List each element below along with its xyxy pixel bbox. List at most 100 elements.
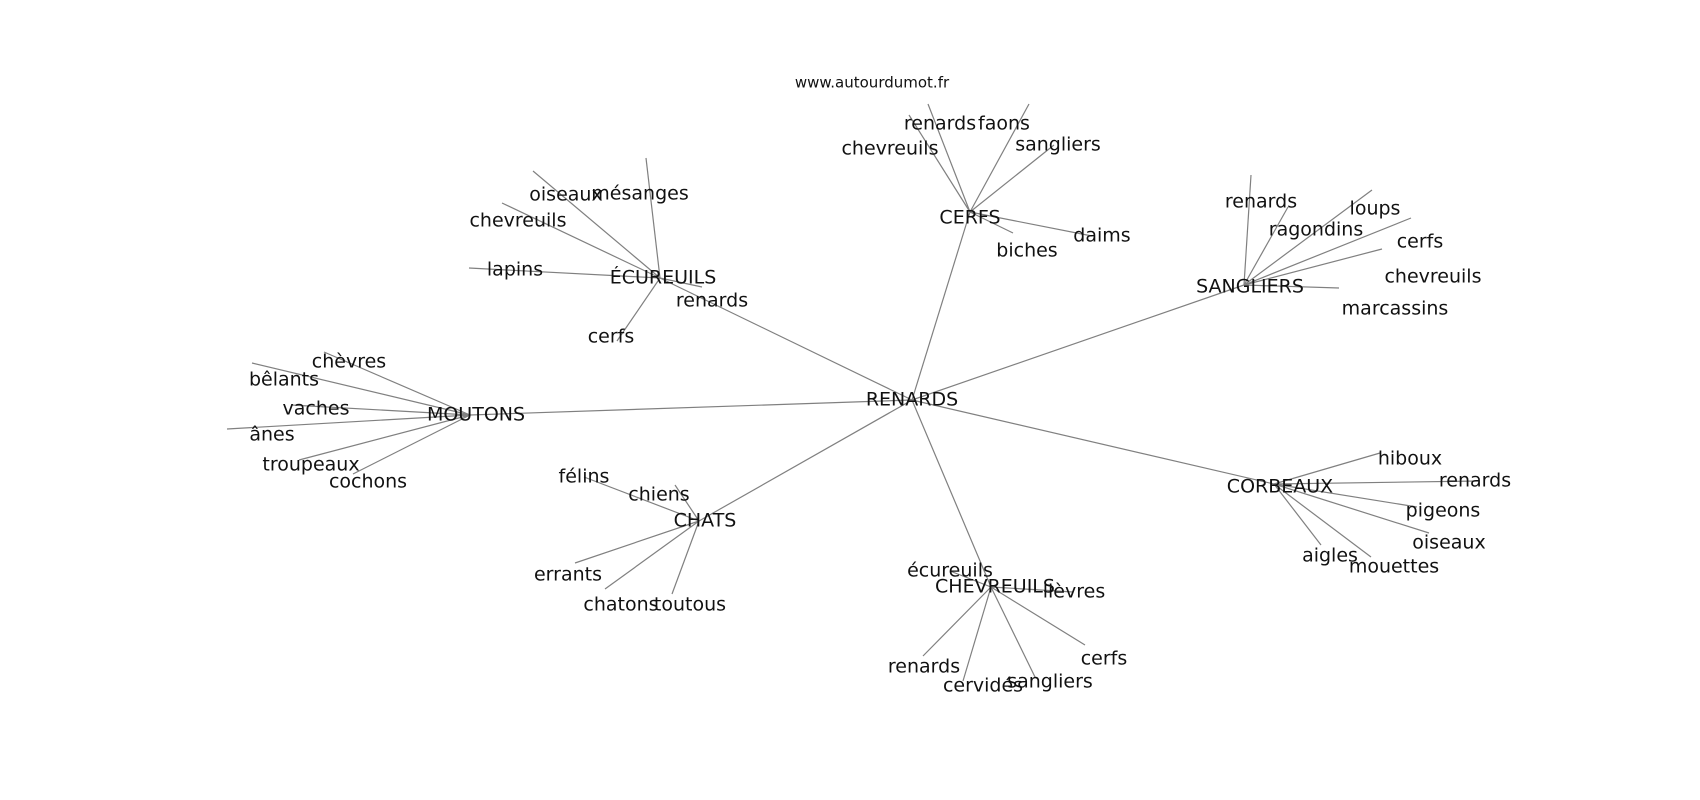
edge-6-5 (922, 586, 992, 657)
leaf-node-1-5[interactable]: marcassins (1342, 298, 1449, 320)
hub-node-2[interactable]: ÉCUREUILS (610, 266, 717, 289)
edge-center-6 (911, 399, 992, 588)
edge-4-3 (1273, 483, 1430, 534)
leaf-node-2-4[interactable]: renards (676, 290, 748, 312)
edge-5-2 (574, 520, 700, 564)
leaf-node-3-2[interactable]: vaches (283, 398, 350, 420)
edge-3-3 (226, 414, 471, 430)
edge-3-1 (251, 362, 471, 416)
edge-3-4 (298, 414, 471, 461)
edge-5-0 (583, 476, 700, 522)
leaf-node-6-3[interactable]: sangliers (1007, 671, 1093, 693)
edge-3-0 (323, 351, 471, 416)
leaf-node-4-4[interactable]: mouettes (1349, 556, 1439, 578)
source-label: www.autourdumot.fr (795, 74, 950, 92)
leaf-node-2-5[interactable]: cerfs (588, 326, 635, 348)
edge-2-4 (659, 277, 703, 288)
edge-0-0 (927, 103, 971, 213)
edge-6-4 (962, 586, 992, 682)
edge-1-3 (1243, 217, 1412, 286)
leaf-node-1-0[interactable]: renards (1225, 191, 1297, 213)
leaf-node-2-2[interactable]: chevreuils (469, 210, 566, 232)
leaf-node-3-3[interactable]: ânes (249, 424, 294, 446)
edge-2-1 (645, 157, 661, 279)
edge-center-0 (911, 211, 971, 401)
leaf-node-1-2[interactable]: ragondins (1269, 219, 1363, 241)
edge-4-1 (1273, 480, 1480, 485)
leaf-node-3-4[interactable]: troupeaux (262, 454, 359, 476)
edge-center-3 (469, 399, 913, 416)
leaf-node-6-2[interactable]: cerfs (1081, 648, 1128, 670)
edge-4-4 (1273, 483, 1372, 558)
hub-node-5[interactable]: CHATS (674, 510, 737, 532)
leaf-node-2-1[interactable]: mésanges (591, 183, 688, 205)
leaf-node-3-0[interactable]: chèvres (312, 351, 386, 373)
edge-3-2 (290, 404, 471, 416)
leaf-node-6-0[interactable]: écureuils (907, 560, 993, 582)
edge-4-5 (1273, 483, 1322, 546)
leaf-node-1-4[interactable]: chevreuils (1384, 266, 1481, 288)
leaf-node-4-2[interactable]: pigeons (1406, 500, 1481, 522)
edge-1-2 (1243, 206, 1289, 286)
leaf-node-5-3[interactable]: chatons (583, 594, 658, 616)
edge-3-5 (352, 414, 471, 475)
hub-node-0[interactable]: CERFS (939, 207, 1000, 229)
leaf-node-3-5[interactable]: cochons (329, 471, 407, 493)
leaf-node-5-2[interactable]: errants (534, 564, 602, 586)
edge-center-2 (659, 277, 913, 401)
leaf-node-0-2[interactable]: chevreuils (841, 138, 938, 160)
edge-center-4 (911, 399, 1275, 485)
edge-4-0 (1273, 452, 1381, 485)
graph-edges (226, 103, 1480, 682)
hub-node-3[interactable]: MOUTONS (427, 404, 525, 426)
edge-1-0 (1243, 174, 1252, 286)
leaf-node-4-0[interactable]: hiboux (1378, 448, 1442, 470)
edge-0-1 (969, 103, 1030, 213)
leaf-node-0-5[interactable]: biches (996, 240, 1057, 262)
edge-5-1 (674, 484, 700, 522)
leaf-node-1-1[interactable]: loups (1350, 198, 1401, 220)
edge-0-3 (969, 144, 1055, 213)
edge-2-0 (532, 170, 661, 279)
leaf-node-0-3[interactable]: sangliers (1015, 134, 1101, 156)
leaf-node-2-0[interactable]: oiseaux (529, 184, 602, 206)
edge-center-5 (698, 399, 913, 522)
edge-2-3 (468, 267, 661, 279)
hub-node-1[interactable]: SANGLIERS (1196, 276, 1304, 298)
edge-6-3 (990, 586, 1036, 678)
edge-6-0 (949, 570, 992, 588)
leaf-node-4-5[interactable]: aigles (1302, 545, 1358, 567)
edge-6-1 (990, 586, 1074, 593)
edge-2-2 (501, 202, 661, 279)
edge-1-5 (1243, 284, 1340, 289)
leaf-node-6-5[interactable]: renards (888, 656, 960, 678)
leaf-node-0-1[interactable]: faons (978, 113, 1030, 135)
leaf-node-4-3[interactable]: oiseaux (1412, 532, 1485, 554)
edge-2-5 (616, 277, 661, 342)
edge-1-1 (1243, 189, 1373, 286)
edge-1-4 (1243, 248, 1383, 286)
leaf-node-4-1[interactable]: renards (1439, 470, 1511, 492)
center-node[interactable]: RENARDS (866, 389, 958, 411)
edge-6-2 (990, 586, 1086, 646)
edge-5-3 (604, 520, 700, 590)
hub-node-6[interactable]: CHEVREUILS (935, 576, 1055, 598)
edge-0-2 (908, 114, 971, 213)
edge-0-4 (969, 211, 1093, 237)
leaf-node-3-1[interactable]: bêlants (249, 369, 319, 391)
leaf-node-6-4[interactable]: cervidés (943, 675, 1023, 697)
leaf-node-1-3[interactable]: cerfs (1397, 231, 1444, 253)
leaf-node-0-4[interactable]: daims (1073, 225, 1130, 247)
leaf-node-6-1[interactable]: lièvres (1043, 581, 1105, 603)
edge-center-1 (911, 284, 1245, 401)
leaf-node-2-3[interactable]: lapins (487, 259, 543, 281)
leaf-node-0-0[interactable]: renards (904, 113, 976, 135)
leaf-node-5-0[interactable]: félins (559, 466, 610, 488)
edge-0-5 (969, 211, 1014, 234)
leaf-node-5-4[interactable]: toutous (654, 594, 726, 616)
leaf-node-5-1[interactable]: chiens (628, 484, 689, 506)
hub-node-4[interactable]: CORBEAUX (1227, 476, 1333, 498)
edge-4-2 (1273, 483, 1418, 508)
